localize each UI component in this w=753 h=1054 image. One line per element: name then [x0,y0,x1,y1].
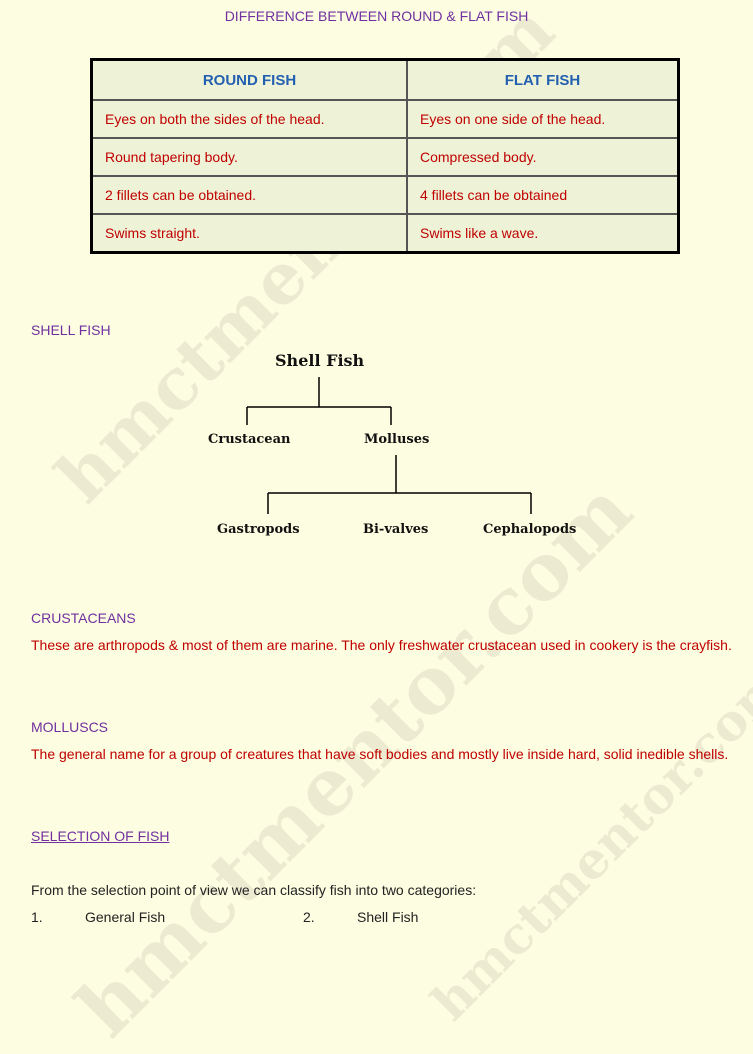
table-row: 2 fillets can be obtained. 4 fillets can… [90,175,680,215]
table-cell: Eyes on one side of the head. [406,99,680,139]
table-row: Eyes on both the sides of the head. Eyes… [90,99,680,139]
shell-fish-diagram: Shell Fish Crustacean Molluses Gastropod… [208,351,577,537]
selection-heading: SELECTION OF FISH [31,828,170,844]
list-item: General Fish [85,909,166,925]
table-cell: Compressed body. [406,137,680,177]
list-item: Shell Fish [357,909,419,925]
list-item-number: 2. [303,909,315,925]
selection-intro: From the selection point of view we can … [31,882,477,898]
diagram-node-root: Shell Fish [275,351,365,370]
column-header-flat-fish: FLAT FISH [406,58,680,101]
list-item-number: 1. [31,909,43,925]
watermark: hmctmentor.com [420,653,753,1032]
diagram-node: Cephalopods [483,522,577,537]
table-cell: Swims straight. [90,213,408,254]
page-title: DIFFERENCE BETWEEN ROUND & FLAT FISH [224,8,529,24]
molluscs-heading: MOLLUSCS [31,719,109,735]
table-cell: Swims like a wave. [406,213,680,254]
diagram-node: Crustacean [208,432,291,447]
diagram-node: Molluses [364,432,430,447]
table-cell: Eyes on both the sides of the head. [90,99,408,139]
table-cell: Round tapering body. [90,137,408,177]
comparison-table: ROUND FISH FLAT FISH Eyes on both the si… [90,58,680,254]
table-row: Round tapering body. Compressed body. [90,137,680,177]
crustaceans-heading: CRUSTACEANS [31,610,136,626]
table-header-row: ROUND FISH FLAT FISH [90,58,680,101]
shell-fish-heading: SHELL FISH [31,322,111,338]
column-header-round-fish: ROUND FISH [90,58,408,101]
table-row: Swims straight. Swims like a wave. [90,213,680,254]
diagram-node: Gastropods [217,522,300,537]
crustaceans-paragraph: These are arthropods & most of them are … [31,637,732,653]
diagram-connectors [246,377,532,514]
table-cell: 4 fillets can be obtained [406,175,680,215]
table-cell: 2 fillets can be obtained. [90,175,408,215]
molluscs-paragraph: The general name for a group of creature… [31,746,729,762]
diagram-node: Bi-valves [363,522,429,537]
